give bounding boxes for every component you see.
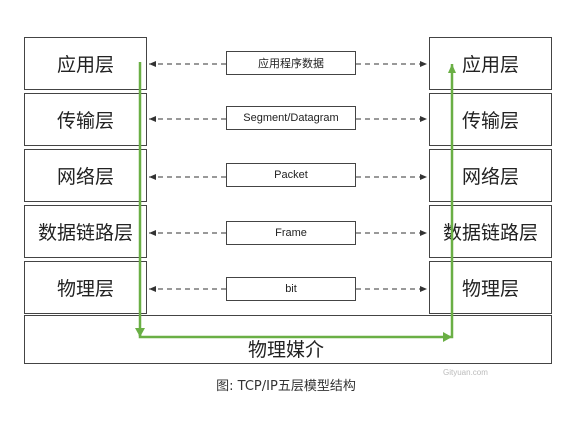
physical-medium-box [24, 315, 552, 364]
right-layer-physical: 物理层 [429, 261, 552, 314]
data-path-corner-arrowhead [443, 332, 452, 342]
watermark: Gityuan.com [443, 368, 488, 377]
figure-caption: 图: TCP/IP五层模型结构 [216, 379, 356, 394]
left-layer-physical: 物理层 [24, 261, 147, 314]
right-layer-datalink: 数据链路层 [429, 205, 552, 258]
left-layer-application: 应用层 [24, 37, 147, 90]
pdu-segment: Segment/Datagram [226, 106, 356, 130]
pdu-frame: Frame [226, 221, 356, 245]
left-layer-network: 网络层 [24, 149, 147, 202]
right-layer-application: 应用层 [429, 37, 552, 90]
data-path-down-arrowhead [135, 328, 145, 337]
right-layer-network: 网络层 [429, 149, 552, 202]
pdu-application-data: 应用程序数据 [226, 51, 356, 75]
pdu-packet: Packet [226, 163, 356, 187]
left-layer-datalink: 数据链路层 [24, 205, 147, 258]
pdu-bit: bit [226, 277, 356, 301]
right-layer-transport: 传输层 [429, 93, 552, 146]
physical-medium-label: 物理媒介 [247, 339, 324, 361]
left-layer-transport: 传输层 [24, 93, 147, 146]
data-path-arrow [138, 62, 456, 339]
